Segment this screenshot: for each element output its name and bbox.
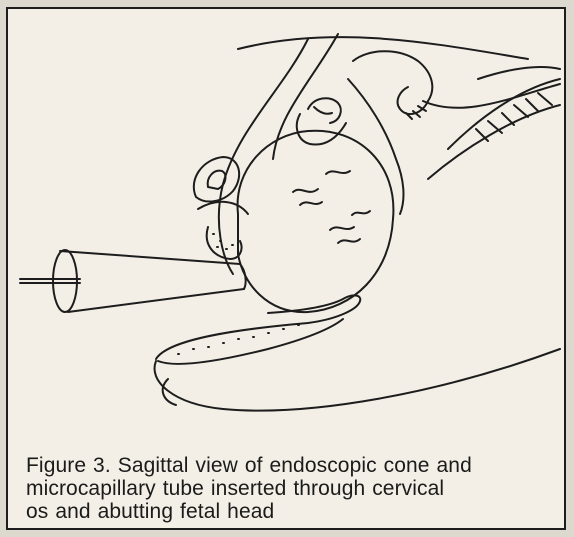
sagittal-view-illustration xyxy=(8,9,564,439)
finger-line xyxy=(314,107,332,114)
foot-toes xyxy=(406,106,426,119)
hair-stroke xyxy=(352,211,370,215)
tissue-texture xyxy=(476,93,552,141)
endoscopic-cone-rim xyxy=(53,250,77,312)
placenta-outline xyxy=(194,157,239,202)
fetal-hand xyxy=(308,98,341,123)
abdominal-wall xyxy=(238,37,528,59)
figure-caption: Figure 3. Sagittal view of endoscopic co… xyxy=(26,454,550,523)
perineum xyxy=(155,349,560,411)
hair-stroke xyxy=(293,189,318,192)
placenta-inner xyxy=(208,171,226,189)
fetal-head xyxy=(238,131,394,312)
uterine-wall-inner xyxy=(273,34,338,159)
caption-line-3: os and abutting fetal head xyxy=(26,500,550,523)
maternal-tissue xyxy=(428,105,560,179)
back-wall xyxy=(478,67,560,79)
endoscopic-cone-top xyxy=(60,251,240,264)
hair-stroke xyxy=(326,171,350,174)
hair-stroke xyxy=(300,202,322,205)
caption-line-2: microcapillary tube inserted through cer… xyxy=(26,477,550,500)
fetal-leg xyxy=(353,51,432,101)
upper-uterus-line xyxy=(423,84,560,108)
figure-frame: Figure 3. Sagittal view of endoscopic co… xyxy=(6,7,566,530)
fetal-body xyxy=(348,79,403,214)
endoscopic-cone-bottom xyxy=(68,289,244,312)
hair-stroke xyxy=(330,227,354,230)
hair-stroke xyxy=(338,239,360,243)
uterine-wall-outer xyxy=(219,39,308,274)
caption-line-1: Figure 3. Sagittal view of endoscopic co… xyxy=(26,454,550,477)
cervix-upper xyxy=(198,202,248,214)
